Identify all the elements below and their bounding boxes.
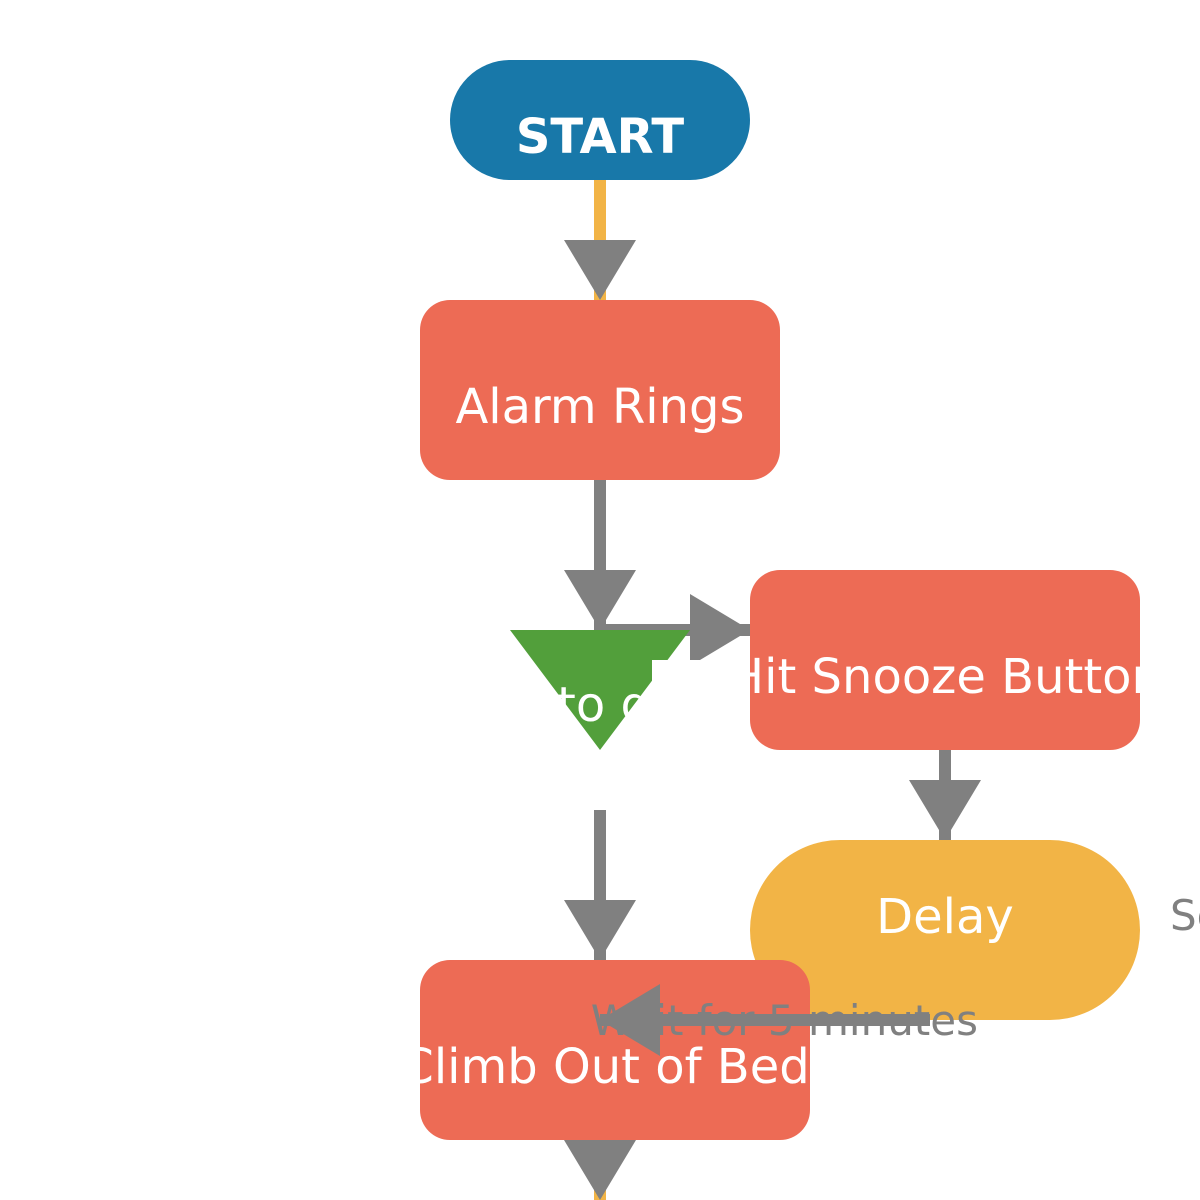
arrow-head [909, 780, 981, 840]
decision-label: to g [557, 677, 651, 733]
connector-climb-next [564, 1140, 636, 1200]
connector-snooze-delay [909, 750, 981, 840]
decision-node: to g [510, 630, 752, 750]
delay-label: Delay [876, 889, 1014, 945]
start-label: START [516, 109, 685, 165]
arrow-head [564, 570, 636, 630]
climb-node: Climb Out of Bed [400, 960, 810, 1140]
delay-shape [750, 840, 1140, 1020]
connector-alarm-decision [564, 480, 636, 630]
arrow-head [690, 594, 750, 666]
alarm-label: Alarm Rings [455, 379, 744, 435]
decision-shape [510, 630, 690, 750]
snooze-shape [750, 570, 1140, 750]
start-node: START [450, 60, 750, 180]
climb-label: Climb Out of Bed [400, 1039, 809, 1095]
delay-side-label: Se [1170, 891, 1200, 940]
connector-decision-climb [564, 810, 636, 960]
arrow-head [600, 984, 660, 1056]
delay-node: Delay [750, 840, 1140, 1020]
alarm-node: Alarm Rings [420, 300, 780, 480]
climb-shape [420, 960, 810, 1140]
arrow-head [564, 1140, 636, 1200]
snooze-node: Hit Snooze Button [728, 570, 1162, 750]
connector-delay-climb: Wait for 5 minutes [591, 984, 978, 1056]
arrow-head [564, 900, 636, 960]
connector-start-alarm [564, 180, 636, 300]
arrow-head [564, 240, 636, 300]
decision-text-mask [652, 660, 752, 740]
snooze-label: Hit Snooze Button [728, 649, 1162, 705]
connector-line [600, 1014, 930, 1026]
start-shape [450, 60, 750, 180]
alarm-shape [420, 300, 780, 480]
